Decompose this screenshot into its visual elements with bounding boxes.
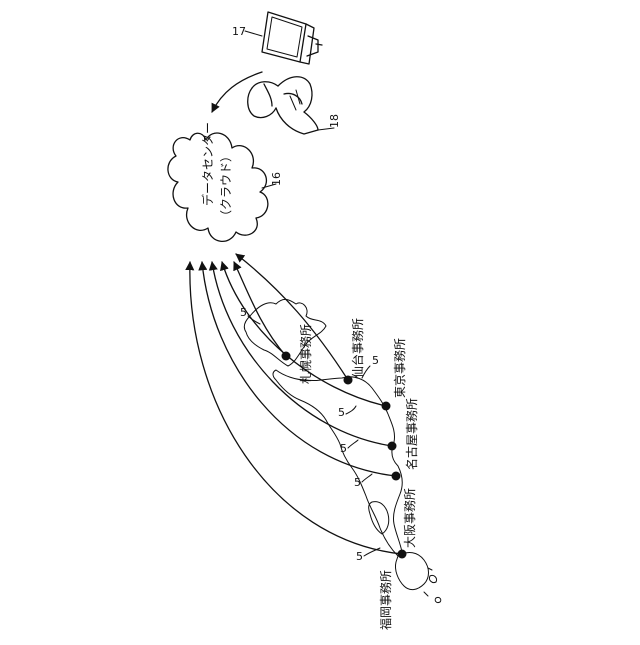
office-label-sendai: 仙台事務所 xyxy=(350,318,365,378)
monitor-leader-line xyxy=(245,31,262,36)
office-label-sapporo: 札幌事務所 xyxy=(298,324,313,384)
link-ref-sendai: 5 xyxy=(372,354,379,367)
office-label-osaka: 大阪事務所 xyxy=(403,488,417,548)
link-ref-sapporo: 5 xyxy=(240,306,247,319)
cloud-subtitle: （クラウド） xyxy=(219,150,233,222)
link-ref-tokyo: 5 xyxy=(338,406,345,419)
arrow-sendai xyxy=(236,254,348,380)
office-label-tokyo: 東京事務所 xyxy=(393,338,407,398)
link-ref-fukuoka: 5 xyxy=(356,550,363,563)
monitor-ref-label: 17 xyxy=(232,25,246,38)
operator-leader-line xyxy=(318,128,334,130)
operator-to-cloud-arrow xyxy=(212,72,262,112)
shikoku-outline xyxy=(369,502,389,534)
link-ref-nagoya: 5 xyxy=(340,442,347,455)
cloud-title: データセンター xyxy=(200,122,215,206)
operator-ref-label: 18 xyxy=(328,114,341,128)
office-label-nagoya: 名古屋事務所 xyxy=(404,398,419,470)
cloud-ref-label: 16 xyxy=(270,172,283,186)
arrow-fukuoka xyxy=(190,262,402,554)
link-ref-osaka: 5 xyxy=(354,476,361,489)
operator-icon xyxy=(248,77,318,134)
honshu-outline xyxy=(273,370,402,556)
monitor-icon xyxy=(262,12,322,64)
office-label-fukuoka: 福岡事務所 xyxy=(378,570,393,630)
cloud-shape xyxy=(168,133,268,241)
